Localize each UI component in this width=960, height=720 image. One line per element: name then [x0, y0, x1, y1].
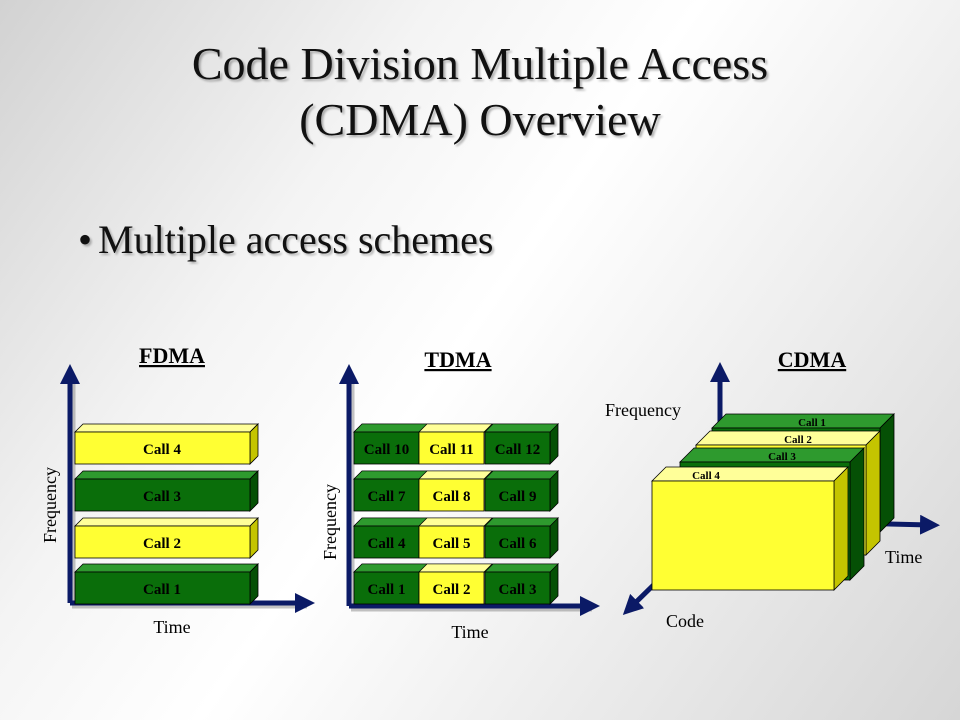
tdma-slot-top	[353, 517, 428, 527]
cdma-heading: CDMA	[778, 347, 847, 372]
fdma-band-label: Call 3	[143, 489, 181, 505]
cdma-diagram: CDMA Call 1 Call 2 Call 3 Call 4 FrequencyTim…	[605, 347, 940, 631]
cdma-layer-label: Call 4	[692, 470, 720, 482]
cdma-layer-label: Call 1	[798, 417, 826, 429]
cdma-layer-label: Call 3	[768, 451, 796, 463]
tdma-slot-label: Call 12	[495, 442, 540, 458]
tdma-slot-label: Call 7	[368, 489, 406, 505]
fdma-band-2-top	[74, 470, 259, 480]
tdma-slot	[484, 571, 551, 605]
fdma-band-label: Call 4	[143, 442, 181, 458]
fdma-band-label: Call 2	[143, 536, 181, 552]
tdma-y-label: Frequency	[320, 484, 340, 560]
tdma-slot-top	[418, 563, 493, 573]
fdma-band-4-face	[74, 571, 251, 605]
tdma-slot-label: Call 3	[499, 582, 537, 598]
bullet-marker: •	[78, 217, 93, 262]
tdma-slot	[353, 478, 420, 512]
tdma-slot-top	[418, 423, 493, 433]
tdma-slot-label: Call 2	[433, 582, 471, 598]
tdma-slot-top	[484, 423, 559, 433]
tdma-slot-top	[418, 470, 493, 480]
cdma-layer-4-side	[833, 466, 849, 591]
fdma-band-4-top	[74, 563, 259, 573]
tdma-slot	[353, 525, 420, 559]
tdma-slot	[353, 571, 420, 605]
cdma-code-label: Code	[666, 611, 704, 631]
fdma-band-1-face	[74, 431, 251, 465]
tdma-slot-label: Call 8	[433, 489, 471, 505]
bullet-item: •Multiple access schemes	[78, 216, 493, 263]
fdma-band-3-top	[74, 517, 259, 527]
tdma-diagram: TDMA Call 10 Call 11 Call 12 Call 7 Call 8 Cal…	[320, 347, 600, 642]
bullet-text: Multiple access schemes	[98, 217, 494, 262]
tdma-slot-top	[353, 470, 428, 480]
fdma-band-3-face	[74, 525, 251, 559]
tdma-slot-label: Call 9	[499, 489, 537, 505]
cdma-time-label: Time	[885, 547, 922, 567]
fdma-x-label: Time	[153, 617, 190, 637]
fdma-diagram: FDMA Call 4 Call 3 Call 2 Call 1 FrequencyTim…	[40, 343, 315, 637]
fdma-band-1-top	[74, 423, 259, 433]
cdma-frequency-label: Frequency	[605, 400, 681, 420]
tdma-slot-label: Call 5	[433, 536, 471, 552]
tdma-slot	[418, 478, 485, 512]
tdma-slot	[418, 571, 485, 605]
tdma-slot-top	[484, 517, 559, 527]
tdma-slot-label: Call 10	[364, 442, 409, 458]
tdma-slot	[418, 431, 485, 465]
tdma-slot-top	[484, 563, 559, 573]
tdma-slot-label: Call 1	[368, 582, 406, 598]
slide-title: Code Division Multiple Access (CDMA) Ove…	[0, 36, 960, 148]
tdma-slot-label: Call 11	[429, 442, 474, 458]
fdma-y-label: Frequency	[40, 467, 60, 543]
tdma-slot	[484, 525, 551, 559]
fdma-heading: FDMA	[139, 343, 205, 368]
cdma-layer-3-side	[849, 447, 865, 581]
cdma-layer-4-top	[651, 466, 849, 482]
tdma-slot	[484, 478, 551, 512]
tdma-slot-top	[418, 517, 493, 527]
cdma-layer-4-face	[651, 480, 835, 591]
tdma-slot-label: Call 4	[368, 536, 406, 552]
cdma-layer-label: Call 2	[784, 434, 812, 446]
cdma-layer-2-side	[865, 430, 881, 556]
tdma-slot-top	[353, 563, 428, 573]
tdma-slot	[484, 431, 551, 465]
fdma-band-label: Call 1	[143, 582, 181, 598]
tdma-heading: TDMA	[424, 347, 491, 372]
title-line-2: (CDMA) Overview	[299, 94, 661, 145]
fdma-band-2-face	[74, 478, 251, 512]
tdma-slot	[418, 525, 485, 559]
tdma-slot-top	[484, 470, 559, 480]
tdma-slot-label: Call 6	[499, 536, 537, 552]
tdma-x-label: Time	[451, 622, 488, 642]
tdma-slot	[353, 431, 420, 465]
tdma-slot-top	[353, 423, 428, 433]
cdma-layer-1-side	[879, 413, 895, 533]
title-line-1: Code Division Multiple Access	[191, 38, 769, 89]
